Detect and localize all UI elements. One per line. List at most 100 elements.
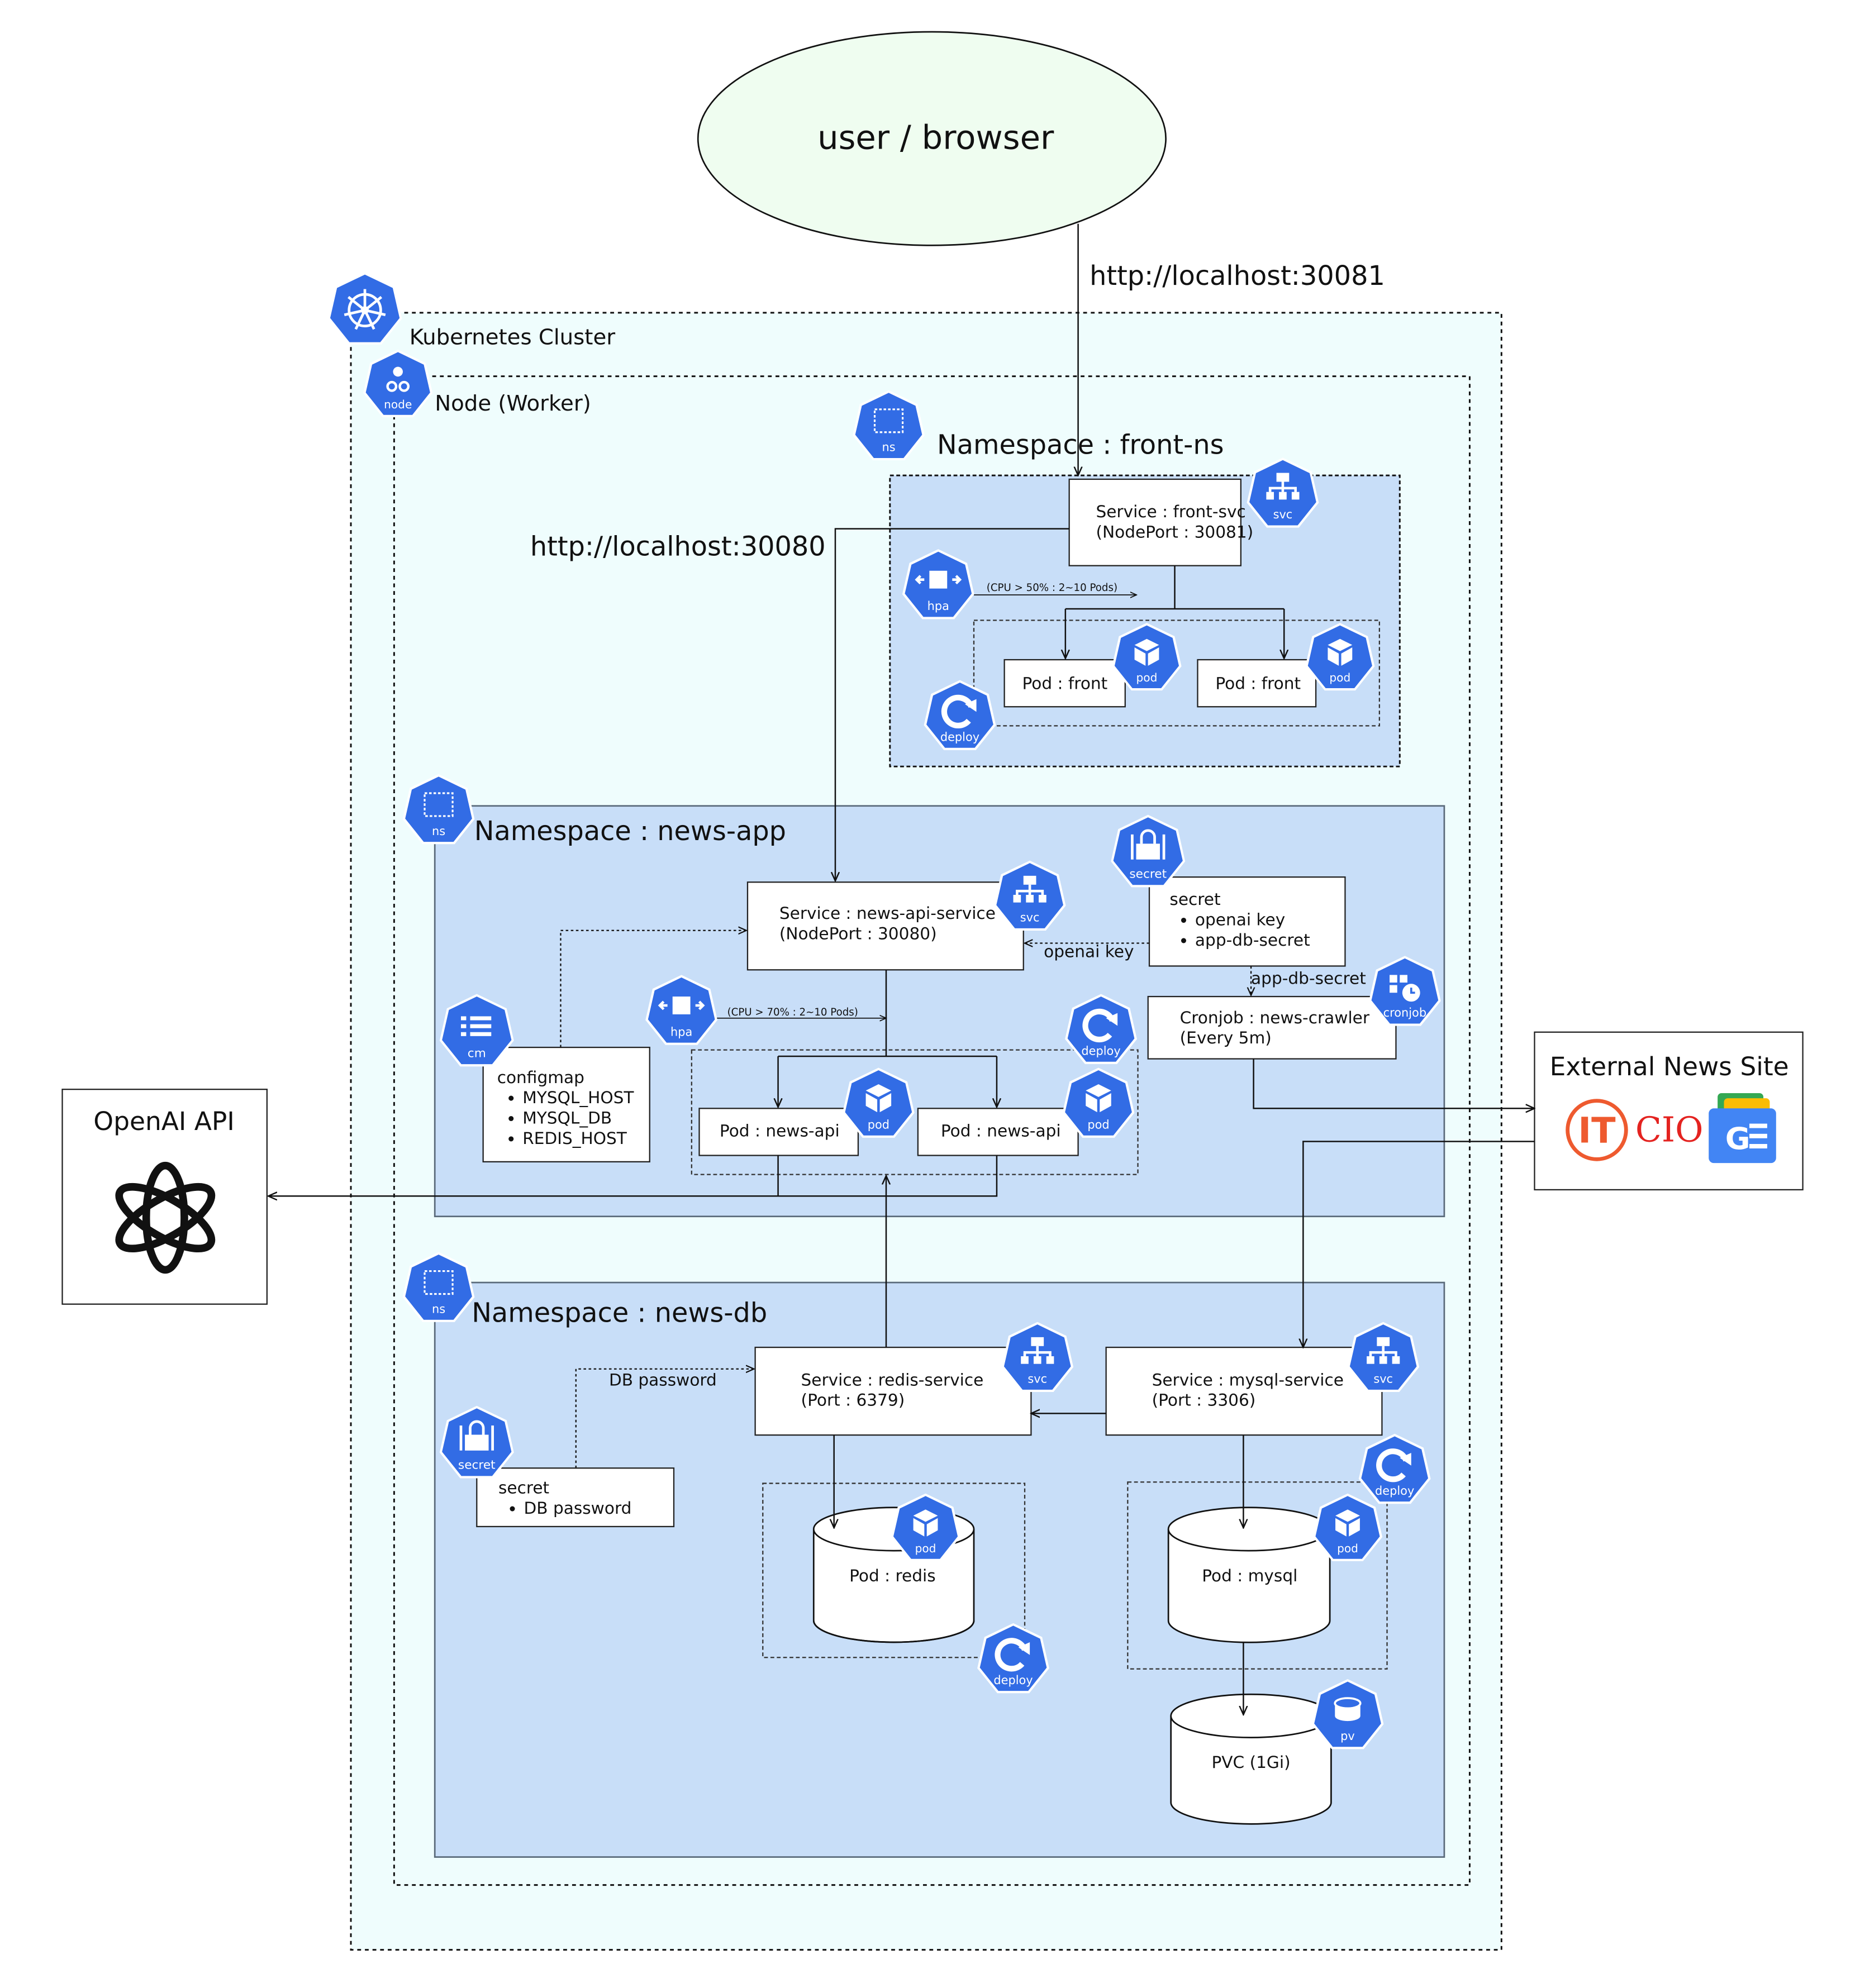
bullet bbox=[508, 1095, 514, 1101]
cluster-label: Kubernetes Cluster bbox=[410, 325, 616, 350]
hpa-icon: hpa bbox=[645, 975, 718, 1045]
cm-icon: cm bbox=[439, 994, 514, 1067]
deploy-icon: deploy bbox=[1065, 994, 1137, 1064]
pod-icon: pod bbox=[891, 1493, 960, 1561]
db-secret-title: secret bbox=[498, 1479, 549, 1498]
ns-icon: ns bbox=[402, 774, 475, 845]
app-hpa-note: (CPU > 70% : 2~10 Pods) bbox=[727, 1007, 858, 1018]
external-news-title: External News Site bbox=[1550, 1052, 1789, 1081]
db-secret-item-1: DB password bbox=[524, 1499, 631, 1518]
svc-icon: svc bbox=[1001, 1322, 1074, 1392]
hpa-icon-label: hpa bbox=[670, 1025, 692, 1038]
hpa-icon-label: hpa bbox=[927, 599, 949, 613]
user-browser-node bbox=[697, 31, 1167, 246]
edge-db-secret-to-redis-svc bbox=[575, 1369, 754, 1469]
cronjob-line1: Cronjob : news-crawler bbox=[1180, 1008, 1370, 1027]
pv-icon-label: pv bbox=[1340, 1729, 1355, 1743]
ns-icon: ns bbox=[853, 390, 925, 461]
news-db-title: Namespace : news-db bbox=[472, 1298, 767, 1329]
svc-icon-label: svc bbox=[1027, 1372, 1047, 1386]
openai-api-title: OpenAI API bbox=[93, 1107, 235, 1136]
pod-icon-label: pod bbox=[1337, 1542, 1358, 1555]
news-app-title: Namespace : news-app bbox=[474, 816, 786, 847]
mysql-svc-line1: Service : mysql-service bbox=[1152, 1370, 1344, 1389]
cronjob-box bbox=[1147, 995, 1397, 1060]
node-label: Node (Worker) bbox=[435, 391, 591, 416]
pod-icon: pod bbox=[842, 1067, 915, 1138]
svc-icon-label: svc bbox=[1273, 508, 1293, 521]
news-api-svc-box bbox=[746, 881, 1024, 971]
pvc-label: PVC (1Gi) bbox=[1211, 1753, 1290, 1772]
news-api-pod2-box bbox=[917, 1108, 1079, 1156]
redis-deploy-group bbox=[762, 1482, 1026, 1658]
mysql-deploy-group bbox=[1127, 1481, 1388, 1670]
front-url-label: http://localhost:30081 bbox=[1090, 261, 1385, 292]
pod-icon-label: pod bbox=[915, 1542, 936, 1555]
pod-icon: pod bbox=[1305, 623, 1375, 691]
news-api-pod1-box bbox=[698, 1108, 859, 1156]
deploy-icon-label: deploy bbox=[940, 730, 979, 743]
secret-icon-label: secret bbox=[1129, 867, 1167, 881]
svc-icon: svc bbox=[1347, 1322, 1420, 1392]
pod-icon: pod bbox=[1062, 1067, 1135, 1138]
news-api-svc-line2: (NodePort : 30080) bbox=[779, 924, 937, 943]
deploy-icon-label: deploy bbox=[993, 1674, 1033, 1687]
edge-cronjob-to-external bbox=[1253, 1059, 1535, 1109]
openai-key-edge-label: openai key bbox=[1044, 942, 1134, 961]
app-secret-item-2: app-db-secret bbox=[1195, 931, 1310, 950]
db-password-edge-label: DB password bbox=[609, 1370, 717, 1389]
edge-configmap-to-news-api-svc bbox=[560, 931, 746, 1048]
redis-pod-label: Pod : redis bbox=[849, 1566, 936, 1585]
front-pod2-box bbox=[1197, 659, 1317, 708]
mysql-svc-line2: (Port : 3306) bbox=[1152, 1391, 1256, 1410]
ns-icon: ns bbox=[402, 1252, 475, 1322]
deploy-icon-label: deploy bbox=[1081, 1044, 1120, 1057]
ns-icon-label: ns bbox=[882, 441, 895, 454]
front-pod2-label: Pod : front bbox=[1215, 674, 1301, 693]
cronjob-icon: cronjob bbox=[1368, 956, 1441, 1026]
configmap-item-3: REDIS_HOST bbox=[522, 1129, 627, 1148]
pod-icon-label: pod bbox=[868, 1118, 889, 1131]
news-api-pod1-label: Pod : news-api bbox=[720, 1121, 840, 1140]
secret-icon-label: secret bbox=[458, 1458, 496, 1472]
svc-icon-label: svc bbox=[1020, 911, 1040, 924]
secret-icon: secret bbox=[439, 1405, 514, 1479]
svc-icon-label: svc bbox=[1373, 1372, 1393, 1386]
pv-icon: pv bbox=[1311, 1679, 1384, 1749]
app-db-secret-edge-label: app-db-secret bbox=[1251, 969, 1366, 988]
app-secret-item-1: openai key bbox=[1195, 910, 1285, 929]
edge-external-to-mysql-svc bbox=[1303, 1141, 1535, 1347]
configmap-item-2: MYSQL_DB bbox=[522, 1109, 612, 1128]
configmap-box bbox=[482, 1046, 650, 1162]
front-svc-line2: (NodePort : 30081) bbox=[1096, 523, 1253, 542]
front-deploy-group bbox=[973, 619, 1381, 727]
pod-icon: pod bbox=[1312, 1493, 1383, 1561]
mysql-pod-cylinder bbox=[1167, 1507, 1331, 1643]
deploy-icon: deploy bbox=[1358, 1433, 1431, 1504]
itworld-logo-text: IT bbox=[1578, 1110, 1616, 1152]
front-ns-title: Namespace : front-ns bbox=[937, 430, 1224, 460]
pod-icon: pod bbox=[1112, 623, 1182, 691]
bullet bbox=[510, 1506, 515, 1512]
openai-logo-icon bbox=[115, 1161, 216, 1274]
api-url-label: http://localhost:30080 bbox=[530, 531, 826, 562]
cronjob-line2: (Every 5m) bbox=[1180, 1028, 1272, 1047]
pvc-cylinder bbox=[1170, 1693, 1332, 1825]
news-api-svc-line1: Service : news-api-service bbox=[779, 904, 996, 923]
front-svc-box bbox=[1068, 478, 1241, 566]
mysql-pod-label: Pod : mysql bbox=[1202, 1566, 1297, 1585]
redis-svc-line1: Service : redis-service bbox=[801, 1370, 984, 1389]
deploy-icon: deploy bbox=[924, 680, 996, 750]
bullet bbox=[1181, 917, 1187, 923]
secret-icon: secret bbox=[1111, 814, 1186, 888]
bullet bbox=[508, 1136, 514, 1142]
news-api-pod2-label: Pod : news-api bbox=[941, 1121, 1061, 1140]
db-secret-box bbox=[476, 1467, 675, 1528]
configmap-item-1: MYSQL_HOST bbox=[522, 1088, 634, 1107]
svg-text:G: G bbox=[1725, 1121, 1750, 1156]
user-browser-label: user / browser bbox=[817, 118, 1054, 156]
ns-icon-label: ns bbox=[432, 824, 445, 838]
redis-svc-line2: (Port : 6379) bbox=[801, 1391, 905, 1410]
front-pod1-box bbox=[1003, 659, 1126, 708]
